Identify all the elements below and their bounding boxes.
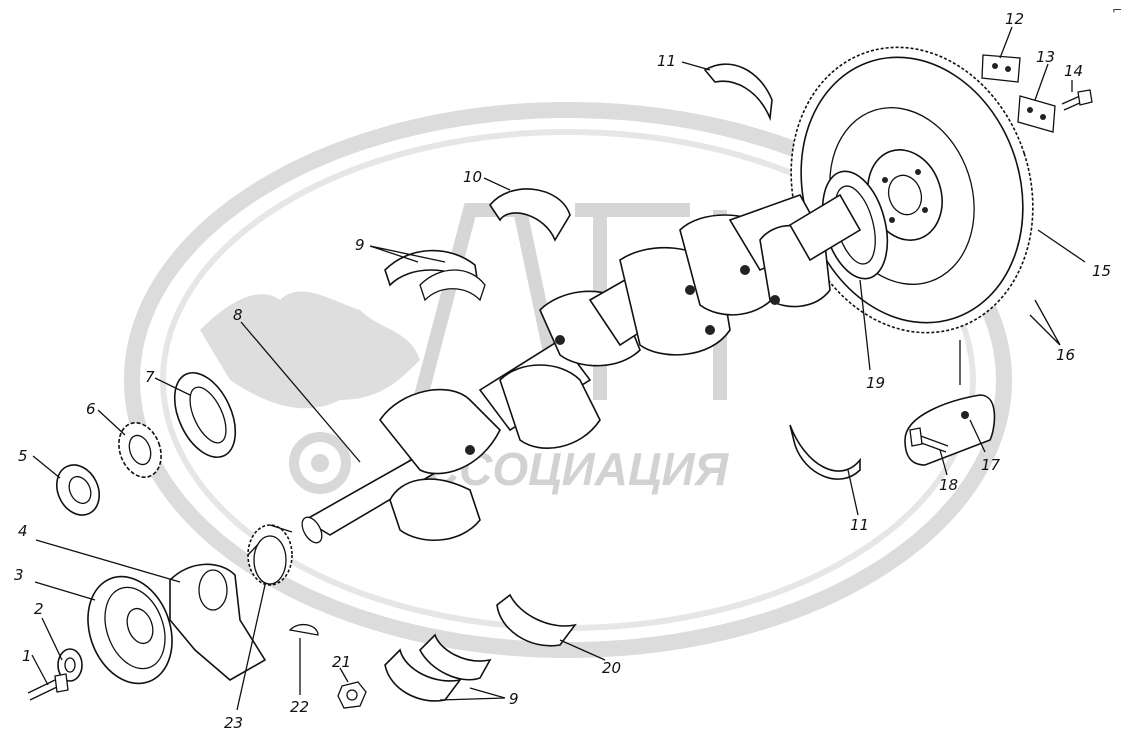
watermark-map-shape: [200, 291, 420, 409]
callout-9-upper: 9: [355, 236, 365, 254]
thrust-half-ring-11-top: [703, 63, 773, 122]
callout-5: 5: [18, 447, 28, 465]
callout-15: 15: [1092, 262, 1111, 280]
callout-4: 4: [18, 522, 28, 540]
nut-21: [337, 681, 367, 709]
plate-17: [904, 394, 996, 466]
crankshaft: [301, 193, 862, 544]
lock-plate-13: [1017, 95, 1056, 133]
callout-2: 2: [34, 600, 44, 618]
callout-17: 17: [981, 456, 1001, 474]
watermark-outer-ring: [124, 102, 1012, 658]
counterweight-4: [169, 563, 267, 681]
callout-22: 22: [290, 698, 309, 716]
callout-9-lower: 9: [509, 690, 519, 708]
callout-6: 6: [86, 400, 96, 418]
callout-23: 23: [224, 714, 243, 732]
leader-lines: [31, 26, 1086, 711]
callout-labels: 1 2 3 4 5 6 7 8 9 9 10 11 11 12 13 14 15…: [14, 10, 1111, 732]
callout-18: 18: [939, 476, 958, 494]
callout-8: 8: [233, 306, 243, 324]
callout-11-bottom: 11: [850, 516, 869, 534]
callout-16: 16: [1056, 346, 1075, 364]
corner-mark: ⌐: [1112, 3, 1122, 17]
bearing-shell-20: [496, 593, 577, 647]
bearing-shells-9-lower: [384, 633, 492, 702]
pulley-3: [87, 575, 173, 685]
callout-13: 13: [1036, 48, 1055, 66]
washer-5: [56, 464, 100, 516]
key-22: [288, 623, 319, 636]
bolt-18: [909, 427, 949, 453]
washer-2: [57, 648, 83, 682]
gear-23: [247, 524, 293, 586]
callout-10: 10: [463, 168, 482, 186]
callout-11-top: 11: [657, 52, 676, 70]
callout-21: 21: [332, 653, 351, 671]
callout-20: 20: [602, 659, 621, 677]
bolt-1: [27, 673, 69, 701]
lock-washer-6: [118, 422, 162, 478]
callout-14: 14: [1064, 62, 1083, 80]
callout-3: 3: [14, 566, 24, 584]
bearing-shell-10: [489, 188, 571, 242]
flywheel: [790, 46, 1034, 334]
watermark-gear-icon: [289, 432, 351, 494]
lock-plate-12: [981, 54, 1021, 83]
callout-19: 19: [866, 374, 885, 392]
bolt-14: [1061, 89, 1093, 111]
callout-7: 7: [145, 368, 155, 386]
callout-1: 1: [22, 647, 32, 665]
bearing-shells-9-upper: [384, 249, 486, 302]
thrust-half-ring-11-bottom: [789, 424, 861, 480]
callout-12: 12: [1005, 10, 1024, 28]
thrust-washer-7: [173, 371, 237, 459]
